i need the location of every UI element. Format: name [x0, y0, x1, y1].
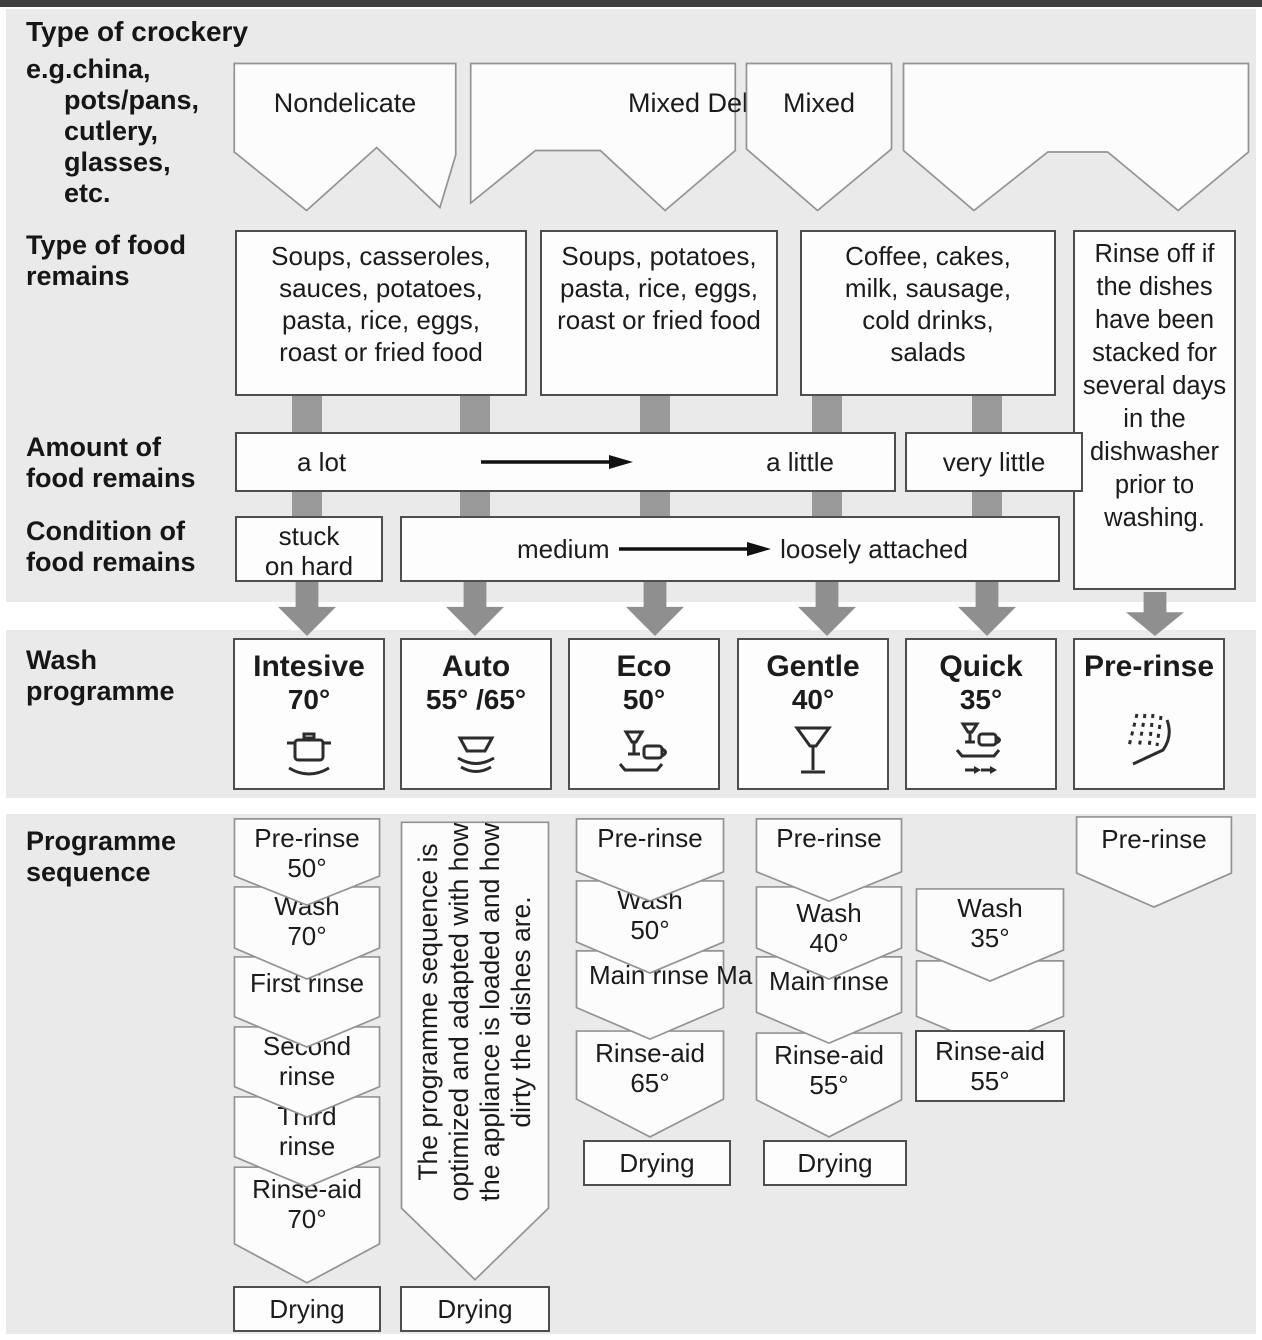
connector-bar — [972, 492, 1002, 518]
page-top-edge — [0, 0, 1262, 7]
connector-bar — [640, 396, 670, 434]
banner-nondelicate: Nondelicate — [232, 62, 458, 212]
crockery-eg-line: e.g.china, — [26, 54, 151, 84]
banner-blank — [900, 62, 1252, 212]
condition-loosely: loosely attached — [780, 533, 968, 564]
banner-label: Nondelicate — [273, 88, 417, 118]
crockery-eg-line: cutlery, — [64, 116, 159, 146]
seq-step-rect: Drying — [400, 1286, 550, 1332]
down-arrow-icon — [626, 582, 684, 636]
down-arrow-icon — [798, 582, 856, 636]
seq-step-chevron: Wash70° — [233, 886, 381, 980]
programme-box-prerinse: Pre-rinse — [1073, 638, 1225, 790]
seq-step-rect: Drying — [233, 1286, 381, 1332]
spray-jets-icon — [1127, 713, 1171, 766]
crockery-eg-line: glasses, — [64, 147, 171, 177]
down-arrow-icon — [446, 582, 504, 636]
glass-cup-arrows-icon — [955, 722, 1001, 774]
amount-very-little-box: very little — [905, 432, 1083, 492]
food-box-nondelicate: Soups, casseroles,sauces, potatoes, past… — [235, 230, 527, 396]
connector-bar — [292, 492, 322, 518]
amount-a-little: a little — [766, 446, 834, 477]
seq-step-rect: Drying — [763, 1140, 907, 1186]
seq-step-chevron: First rinse — [233, 956, 381, 1048]
amount-range-box: a lot a little — [235, 432, 896, 492]
crockery-eg-line: etc. — [64, 178, 111, 208]
programme-box-eco: Eco 50° — [568, 638, 720, 790]
crockery-examples-label: e.g.china, pots/pans, cutlery, glasses, … — [26, 54, 199, 209]
wine-glass-icon — [794, 726, 832, 774]
programme-box-intensive: Intesive 70° — [233, 638, 385, 790]
seq-step-chevron: Pre-rinse — [755, 818, 903, 902]
stacked-dishes-icon — [457, 736, 495, 773]
down-arrow-icon — [278, 582, 336, 636]
banner-mixed-delicate: Mixed Delicate — [468, 62, 806, 212]
programme-box-quick: Quick 35° — [905, 638, 1057, 790]
seq-step-chevron: Main rinse — [755, 956, 903, 1044]
connector-bar — [460, 396, 490, 434]
pot-icon — [287, 732, 331, 776]
connector-bar — [972, 396, 1002, 434]
crockery-eg-line: pots/pans, — [64, 85, 200, 115]
connector-bar — [640, 492, 670, 518]
down-arrow-icon — [958, 582, 1016, 636]
range-arrow-icon — [480, 455, 633, 469]
rinse-off-note-box: Rinse off if the dishes have been stacke… — [1073, 230, 1236, 590]
crockery-row-label: Type of crockery — [26, 16, 249, 47]
auto-sequence-pennant: The programme sequence is optimized and … — [400, 820, 550, 1282]
banner-mixed: Mixed — [745, 62, 893, 212]
banner-label: Mixed Delicate — [628, 88, 806, 118]
connector-bar — [812, 492, 842, 518]
amount-very-little: very little — [942, 446, 1046, 477]
seq-step-chevron: Pre-rinse — [1075, 816, 1233, 908]
banner-label: Mixed — [782, 88, 856, 118]
glass-and-cup-icon — [618, 730, 667, 772]
range-arrow-icon — [619, 542, 772, 556]
condition-medium: medium — [517, 533, 610, 564]
connector-bar — [812, 396, 842, 434]
connector-bar — [460, 492, 490, 518]
programme-box-auto: Auto 55° /65° — [400, 638, 552, 790]
food-box-delicate: Coffee, cakes,milk, sausage, cold drinks… — [800, 230, 1056, 396]
condition-range-box: medium loosely attached — [400, 516, 1060, 582]
seq-step-rect: Drying — [583, 1140, 731, 1186]
food-box-mixed: Soups, potatoes,pasta, rice, eggs, roast… — [540, 230, 778, 396]
programme-box-gentle: Gentle 40° — [737, 638, 889, 790]
amount-a-lot: a lot — [297, 446, 347, 477]
down-arrow-icon — [1126, 592, 1184, 636]
seq-step-chevron: Secondrinse — [233, 1026, 381, 1118]
seq-step-chevron: Pre-rinse — [575, 818, 725, 902]
auto-sequence-note: The programme sequence is optimized and … — [413, 822, 536, 1202]
connector-bar — [292, 396, 322, 434]
